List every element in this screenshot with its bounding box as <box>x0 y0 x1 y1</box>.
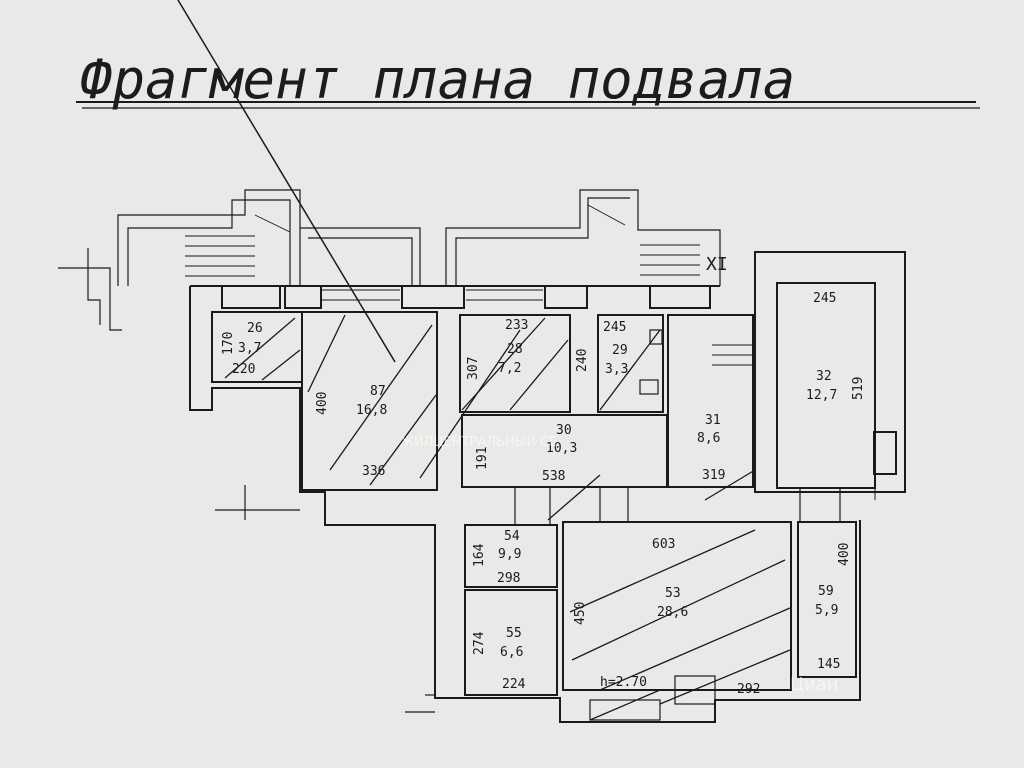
room-31: 31 8,6 319 <box>697 413 725 483</box>
room-extra-dim: 240 <box>575 349 590 372</box>
room-walls <box>211 282 876 721</box>
room-area: 28,6 <box>657 605 688 620</box>
room-number: 55 <box>506 626 522 641</box>
room-number: 54 <box>504 529 520 544</box>
room-area: 12,7 <box>806 388 837 403</box>
room-height: 170 <box>221 332 236 355</box>
room-54: 54 9,9 298 164 <box>472 529 521 586</box>
room-30: 30 10,3 538 191 <box>475 423 577 484</box>
room-number: 32 <box>816 369 832 384</box>
room-width: 319 <box>702 468 725 483</box>
room-area: 8,6 <box>697 431 720 446</box>
room-area: 9,9 <box>498 547 521 562</box>
room-29: 245 29 3,3 <box>603 320 628 377</box>
room-area: 7,2 <box>498 361 521 376</box>
room-extra-dim: 292 <box>737 682 760 697</box>
room-width: 336 <box>362 464 385 479</box>
leader-line <box>177 0 396 363</box>
room-height: 400 <box>315 392 330 415</box>
room-height: 191 <box>475 447 490 470</box>
room-number: 87 <box>370 384 386 399</box>
building-outline <box>58 189 906 723</box>
windows <box>221 285 897 475</box>
room-55: 55 6,6 224 274 <box>472 626 526 692</box>
room-number: 26 <box>247 321 263 336</box>
room-number: 30 <box>556 423 572 438</box>
room-number: 29 <box>612 343 628 358</box>
room-width: 224 <box>502 677 526 692</box>
room-height: 164 <box>472 543 487 567</box>
room-area: 3,7 <box>238 341 261 356</box>
room-area: 5,9 <box>815 603 838 618</box>
room-87: 87 16,8 336 400 <box>315 384 387 479</box>
room-number: 31 <box>705 413 721 428</box>
fixtures <box>639 329 876 500</box>
watermark-cian: Циан <box>790 674 838 695</box>
room-28: 233 28 7,2 307 240 <box>466 318 590 380</box>
room-width: 233 <box>505 318 528 333</box>
room-width: 245 <box>603 320 626 335</box>
room-width: 538 <box>542 469 565 484</box>
room-width: 245 <box>813 291 836 306</box>
room-26: 26 3,7 220 170 <box>221 321 263 377</box>
room-area: 10,3 <box>546 441 577 456</box>
room-area: 6,6 <box>500 645 523 660</box>
room-number: 59 <box>818 584 834 599</box>
room-53: 603 53 28,6 h=2.70 292 450 <box>573 537 760 697</box>
room-area: 3,3 <box>605 362 628 377</box>
room-width: 220 <box>232 362 255 377</box>
room-area: 16,8 <box>356 403 387 418</box>
room-height: 400 <box>837 543 852 566</box>
room-width: 603 <box>652 537 675 552</box>
room-height: 307 <box>466 357 481 380</box>
stairs <box>185 204 752 366</box>
room-width: 298 <box>497 571 520 586</box>
room-height: 274 <box>472 631 487 655</box>
room-height: 450 <box>573 602 588 625</box>
room-59: 59 5,9 145 400 <box>815 543 852 672</box>
room-number: 53 <box>665 586 681 601</box>
section-label: XI <box>706 254 728 275</box>
highlighted-area-hatching <box>224 314 791 721</box>
room-number: 28 <box>507 342 523 357</box>
watermark-agency: ЖИЛЦЕНТРАЛЬНЫЙ СЕ <box>400 434 557 450</box>
room-32: 245 32 12,7 519 <box>806 291 866 403</box>
room-height: 519 <box>851 377 866 400</box>
room-width: 145 <box>817 657 840 672</box>
room-note: h=2.70 <box>600 675 647 690</box>
plan-title: Фрагмент плана подвала <box>80 48 795 111</box>
